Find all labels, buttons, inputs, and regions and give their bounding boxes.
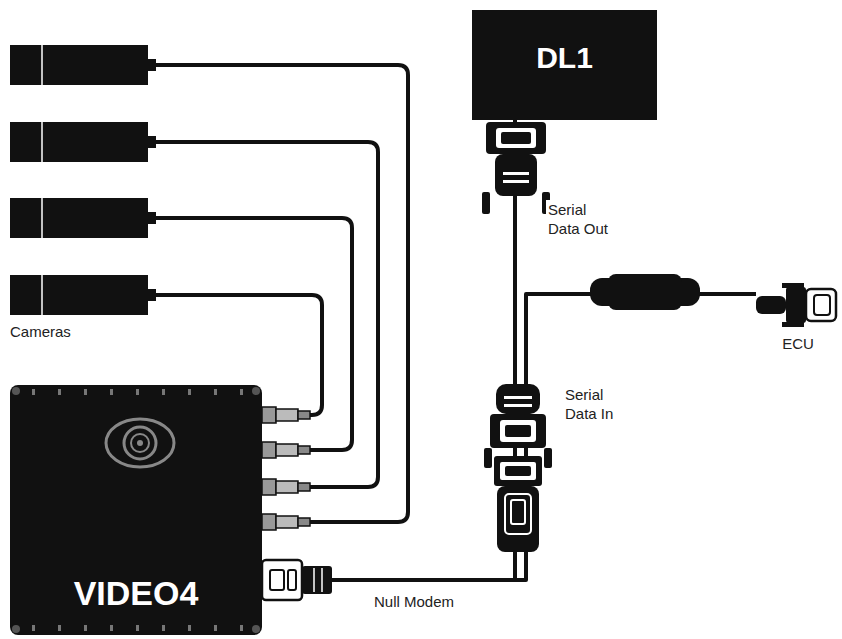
serial-in-connector xyxy=(484,384,552,552)
camera xyxy=(10,122,156,162)
serial-cable xyxy=(262,120,515,580)
eye-logo xyxy=(106,419,174,467)
ecu-connector: ECU xyxy=(756,272,840,352)
video4-unit-box: VIDEO4 xyxy=(10,385,262,635)
ecu-db9-connector xyxy=(756,283,840,327)
bnc-connectors xyxy=(262,407,310,530)
video4-serial-connector xyxy=(262,560,332,600)
cameras xyxy=(10,45,156,315)
dl1-serial-connector xyxy=(482,122,550,214)
camera xyxy=(10,275,156,315)
unit-name: VIDEO4 xyxy=(74,574,199,613)
null-modem-label: Null Modem xyxy=(372,592,476,611)
serial-out-label: Serial Data Out xyxy=(546,200,620,238)
connector-label: ECU xyxy=(782,335,814,352)
unit-name: DL1 xyxy=(536,41,593,75)
dl1-logger-box: DL1 xyxy=(472,10,657,120)
ecu-inline-module xyxy=(590,274,700,310)
serial-cable xyxy=(262,294,756,580)
camera xyxy=(10,198,156,238)
serial-in-label: Serial Data In xyxy=(563,385,629,423)
camera-group-label: Cameras xyxy=(8,322,102,341)
camera xyxy=(10,45,156,85)
